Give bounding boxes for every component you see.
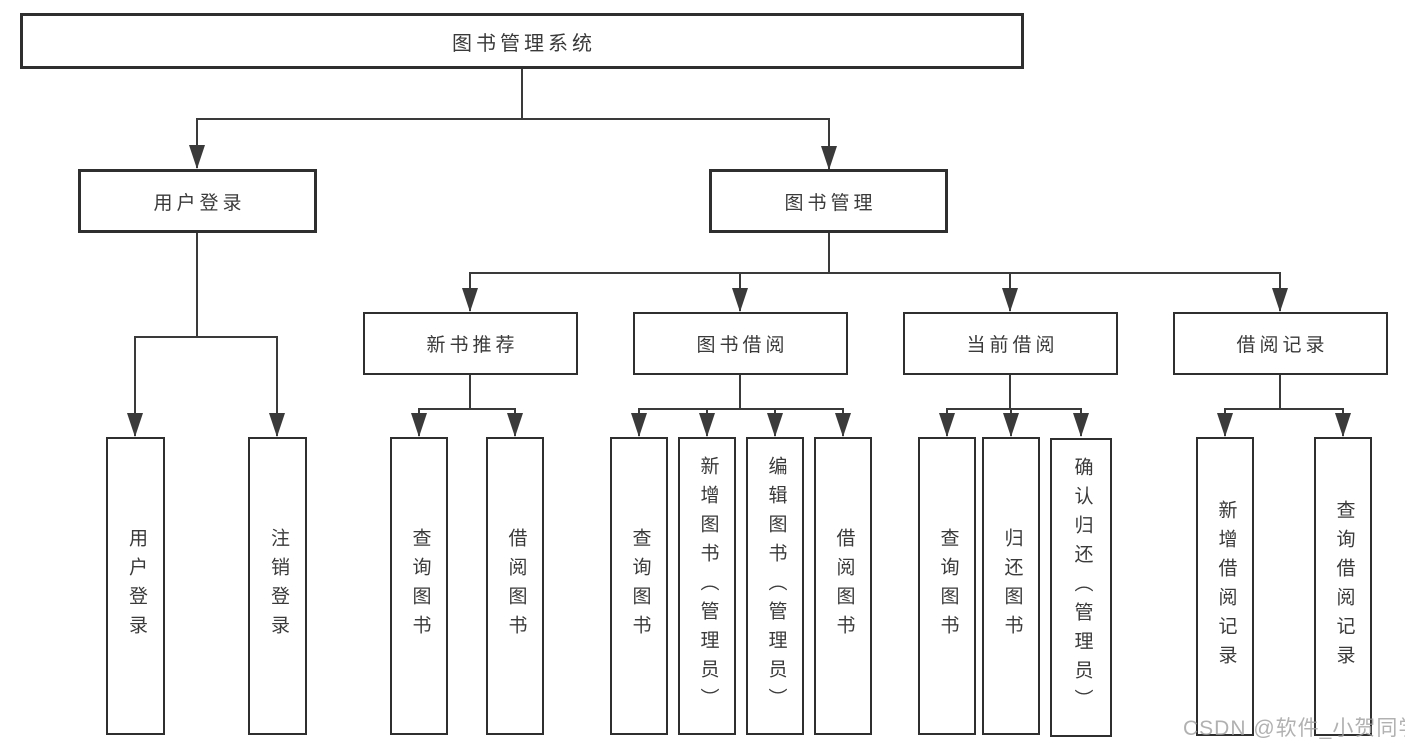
node-book-management: 图书管理 <box>709 169 948 233</box>
leaf-return-books: 归还图书 <box>982 437 1040 735</box>
arrowhead-g3-0 <box>631 413 647 437</box>
leaf-query-books-current-label: 查询图书 <box>937 528 959 644</box>
leaf-edit-books-admin: 编辑图书（管理员） <box>746 437 804 735</box>
arrowhead-new-books <box>462 288 478 312</box>
arrowhead-g4-2 <box>1073 413 1089 437</box>
node-user-login-label: 用户登录 <box>153 192 246 214</box>
leaf-query-borrow-record-label: 查询借阅记录 <box>1333 499 1355 674</box>
csdn-watermark: CSDN @软件_小贺同学 <box>1183 717 1405 740</box>
leaf-edit-books-admin-label: 编辑图书（管理员） <box>765 455 787 717</box>
leaf-confirm-return-admin-label: 确认归还（管理员） <box>1071 457 1093 718</box>
leaf-user-login-label: 用户登录 <box>125 528 147 644</box>
connector-new-books-rail <box>418 408 516 410</box>
arrowhead-g2-1 <box>507 413 523 437</box>
arrowhead-user-login <box>189 145 205 169</box>
leaf-borrow-books-recommend-label: 借阅图书 <box>505 528 527 644</box>
leaf-query-books-borrow: 查询图书 <box>610 437 668 735</box>
leaf-return-books-label: 归还图书 <box>1001 528 1023 644</box>
connector-drop-user-login <box>196 118 198 168</box>
connector-user-login-stem <box>196 233 198 338</box>
connector-level2-rail <box>197 118 830 120</box>
leaf-add-books-admin-label: 新增图书（管理员） <box>697 455 719 717</box>
node-borrowing-records-label: 借阅记录 <box>1236 335 1329 356</box>
arrowhead-book-mgmt <box>821 146 837 170</box>
connector-user-login-rail <box>134 336 278 338</box>
connector-book-borrow-stem <box>739 375 741 410</box>
node-new-book-recommendation: 新书推荐 <box>363 312 578 375</box>
leaf-query-borrow-record: 查询借阅记录 <box>1314 437 1372 736</box>
node-book-management-label: 图书管理 <box>784 192 877 214</box>
connector-root-stem <box>521 69 523 119</box>
node-library-system: 图书管理系统 <box>20 13 1024 69</box>
leaf-borrow-books-label: 借阅图书 <box>833 528 855 644</box>
arrowhead-leaf-login <box>127 413 143 437</box>
node-library-system-label: 图书管理系统 <box>452 32 596 55</box>
leaf-add-borrow-record: 新增借阅记录 <box>1196 437 1254 736</box>
arrowhead-g4-1 <box>1003 413 1019 437</box>
leaf-add-borrow-record-label: 新增借阅记录 <box>1215 499 1237 674</box>
leaf-query-books-borrow-label: 查询图书 <box>629 528 651 644</box>
leaf-confirm-return-admin: 确认归还（管理员） <box>1050 438 1112 737</box>
node-current-borrowing: 当前借阅 <box>903 312 1118 375</box>
node-book-borrowing: 图书借阅 <box>633 312 848 375</box>
connector-drop-leaf-logout <box>276 336 278 436</box>
leaf-borrow-books-recommend: 借阅图书 <box>486 437 544 735</box>
connector-current-borrow-rail <box>946 408 1082 410</box>
node-book-borrowing-label: 图书借阅 <box>696 335 789 356</box>
arrowhead-g5-1 <box>1335 413 1351 437</box>
connector-book-borrow-rail <box>638 408 844 410</box>
arrowhead-g3-3 <box>835 413 851 437</box>
connector-new-books-stem <box>469 375 471 410</box>
leaf-query-books-recommend: 查询图书 <box>390 437 448 735</box>
connector-level3-rail <box>469 272 1281 274</box>
connector-book-mgmt-stem <box>828 233 830 274</box>
node-current-borrowing-label: 当前借阅 <box>966 335 1059 356</box>
arrowhead-book-borrow <box>732 288 748 312</box>
connector-current-borrow-stem <box>1009 375 1011 410</box>
arrowhead-leaf-logout <box>269 413 285 437</box>
connector-borrow-records-rail <box>1224 408 1344 410</box>
leaf-user-login: 用户登录 <box>106 437 165 735</box>
arrowhead-g3-2 <box>767 413 783 437</box>
arrowhead-g5-0 <box>1217 413 1233 437</box>
arrowhead-g3-1 <box>699 413 715 437</box>
arrowhead-g4-0 <box>939 413 955 437</box>
connector-borrow-records-stem <box>1279 375 1281 410</box>
arrowhead-g2-0 <box>411 413 427 437</box>
node-borrowing-records: 借阅记录 <box>1173 312 1388 375</box>
leaf-logout: 注销登录 <box>248 437 307 735</box>
arrowhead-current-borrow <box>1002 288 1018 312</box>
leaf-add-books-admin: 新增图书（管理员） <box>678 437 736 735</box>
leaf-logout-label: 注销登录 <box>267 528 289 644</box>
node-new-book-recommendation-label: 新书推荐 <box>426 335 519 356</box>
arrowhead-borrow-records <box>1272 288 1288 312</box>
leaf-borrow-books: 借阅图书 <box>814 437 872 735</box>
leaf-query-books-current: 查询图书 <box>918 437 976 735</box>
connector-drop-leaf-login <box>134 336 136 436</box>
node-user-login: 用户登录 <box>78 169 317 233</box>
leaf-query-books-recommend-label: 查询图书 <box>409 528 431 644</box>
connector-drop-book-mgmt <box>828 118 830 169</box>
